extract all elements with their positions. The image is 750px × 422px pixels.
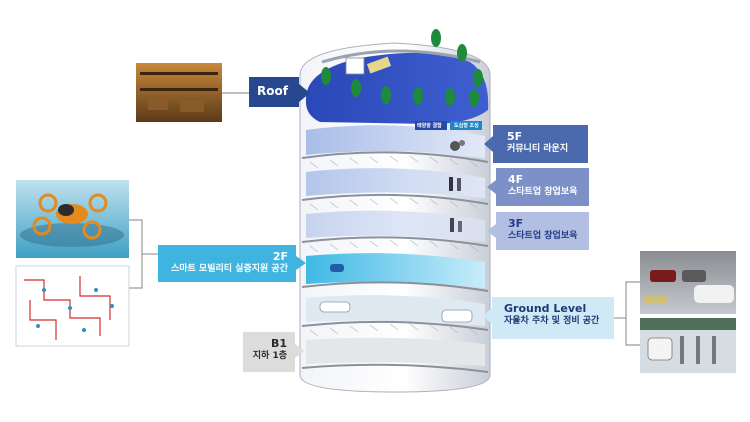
label-pointers: [295, 84, 496, 358]
roof-name: Roof: [257, 84, 288, 98]
label-4f: 4F 스타트업 창업보육: [496, 168, 589, 206]
floor-2-desc: 스마트 모빌리티 실증지원 공간: [170, 263, 288, 274]
floor-bands: [306, 125, 485, 366]
label-roof: Roof: [249, 77, 299, 107]
drone-taxi-photo: [16, 180, 129, 258]
label-3f: 3F 스타트업 창업보육: [496, 212, 589, 250]
railing-hatching: [309, 155, 479, 337]
signage-left: 태양광 결합: [417, 123, 442, 129]
floor-4-desc: 스타트업 창업보육: [508, 186, 578, 197]
floor-2-name: 2F: [272, 250, 288, 263]
roof-trees: [321, 29, 483, 107]
floor-3-desc: 스타트업 창업보육: [508, 230, 578, 241]
connector-lines: [118, 92, 640, 346]
ground-name: Ground Level: [504, 302, 587, 315]
label-ground-level: Ground Level 자율차 주차 및 정비 공간: [492, 297, 614, 339]
floor-4-name: 4F: [508, 173, 524, 186]
signage-right: 도심형 조성: [454, 123, 479, 129]
label-5f: 5F 커뮤니티 라운지: [493, 125, 588, 163]
floor-5-desc: 커뮤니티 라운지: [507, 143, 569, 154]
b1-desc: 지하 1층: [252, 350, 287, 361]
label-b1: B1 지하 1층: [243, 332, 295, 372]
balcony-ledges: [301, 151, 489, 373]
floor-5-name: 5F: [507, 130, 523, 143]
parking-photo: [640, 251, 736, 314]
roof-signage: [415, 121, 482, 130]
ev-charging-photo: [640, 318, 736, 373]
floor-3-name: 3F: [508, 217, 524, 230]
ground-desc: 자율차 주차 및 정비 공간: [504, 315, 600, 326]
network-map-photo: [15, 265, 130, 347]
library-photo: [136, 63, 222, 122]
floor-props: [319, 140, 473, 323]
label-2f: 2F 스마트 모빌리티 실증지원 공간: [158, 245, 296, 282]
b1-name: B1: [270, 337, 287, 350]
